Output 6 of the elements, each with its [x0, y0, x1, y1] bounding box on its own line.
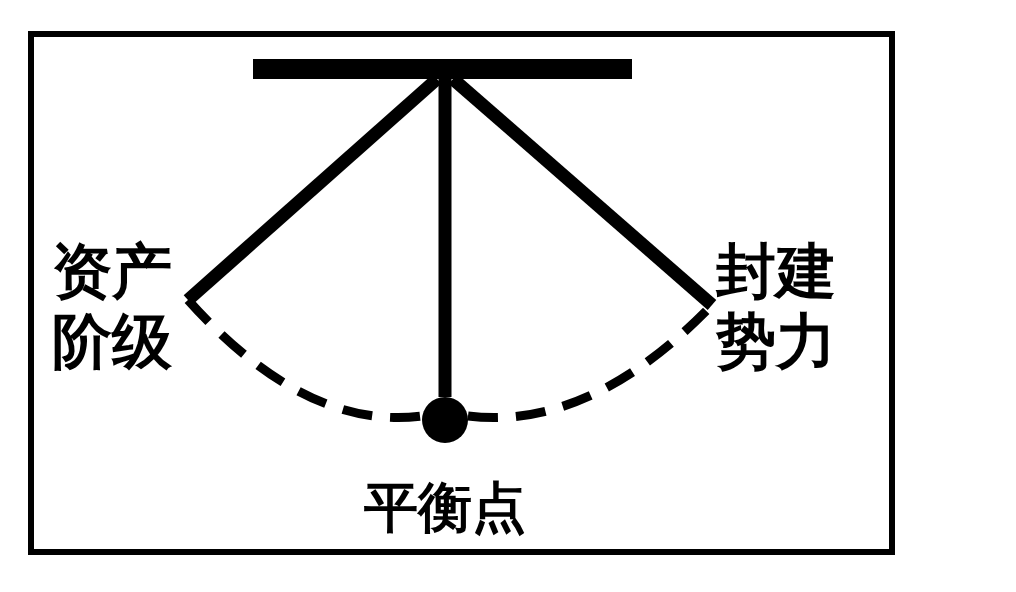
pendulum-rod	[438, 79, 452, 397]
side-label: 封建势力	[716, 236, 856, 376]
caption-text: 平衡点	[363, 478, 527, 538]
pendulum-ball	[422, 397, 468, 443]
side-label: 资产阶级	[52, 236, 186, 376]
pivot-bar	[253, 59, 632, 79]
